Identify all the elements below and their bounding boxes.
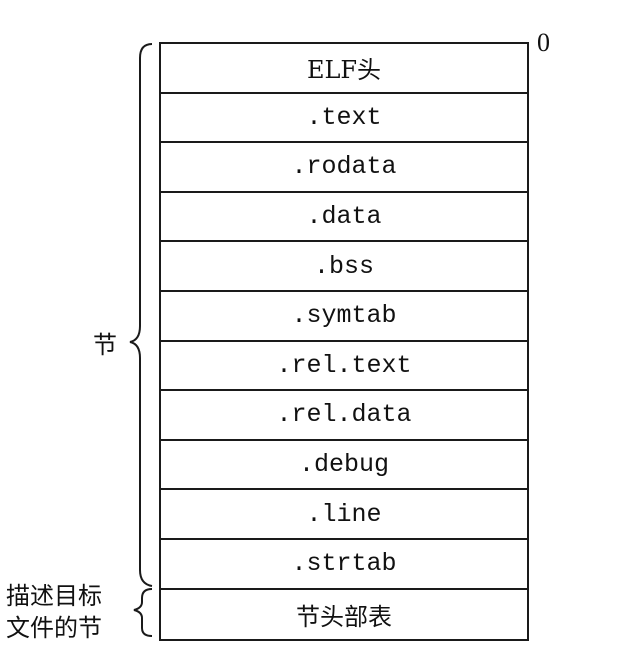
offset-zero-label: 0 bbox=[537, 28, 550, 57]
row-rodata: .rodata bbox=[161, 143, 527, 193]
row-rel-data: .rel.data bbox=[161, 391, 527, 441]
sections-brace-label: 节 bbox=[93, 331, 117, 359]
row-section-header-table: 节头部表 bbox=[296, 602, 392, 631]
row-line: .line bbox=[161, 490, 527, 540]
row-elf-header: ELF头 bbox=[161, 44, 527, 94]
row-rel-text: .rel.text bbox=[161, 342, 527, 392]
header-table-brace bbox=[133, 588, 153, 637]
header-table-label-line2: 文件的节 bbox=[6, 614, 102, 642]
row-text: .text bbox=[161, 94, 527, 144]
sections-brace bbox=[129, 43, 153, 587]
row-data: .data bbox=[161, 193, 527, 243]
row-bss: .bss bbox=[161, 242, 527, 292]
row-symtab: .symtab bbox=[161, 292, 527, 342]
row-strtab: .strtab bbox=[161, 540, 527, 590]
elf-layout-table: ELF头 .text .rodata .data .bss .symtab .r… bbox=[159, 42, 529, 642]
header-table-label-line1: 描述目标 bbox=[6, 582, 102, 610]
header-table-brace-label: 描述目标 文件的节 bbox=[6, 580, 102, 644]
row-debug: .debug bbox=[161, 441, 527, 491]
